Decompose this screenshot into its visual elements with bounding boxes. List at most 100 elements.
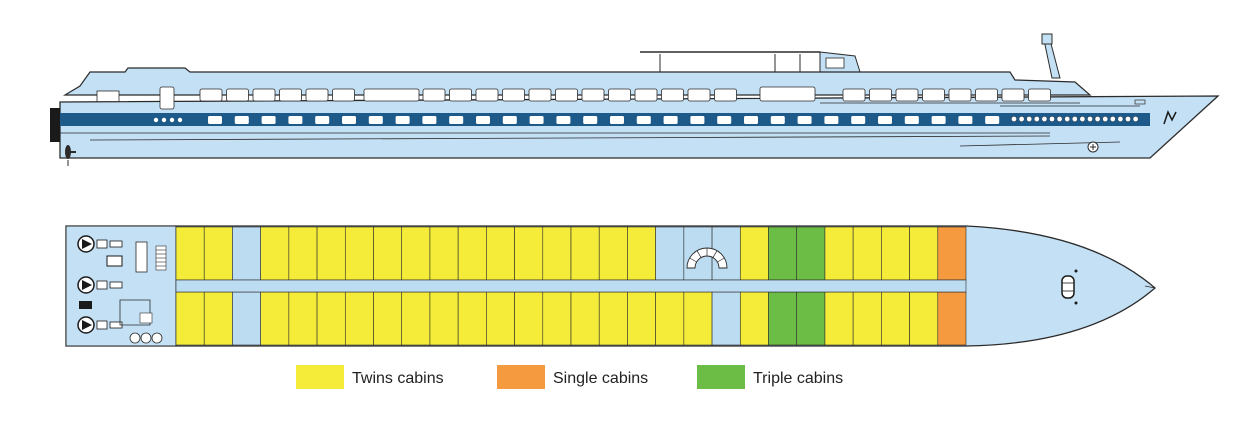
cabin-twin bbox=[881, 291, 910, 346]
crew-fixture bbox=[139, 312, 153, 324]
window bbox=[714, 88, 737, 102]
mast bbox=[1041, 33, 1061, 79]
cabin-twin bbox=[260, 291, 290, 346]
stripe-window bbox=[368, 116, 383, 124]
stripe-window bbox=[315, 116, 330, 124]
stripe-window bbox=[556, 116, 571, 124]
crew-room bbox=[119, 299, 151, 326]
cabin-gap bbox=[232, 291, 261, 346]
cabin-twin bbox=[852, 226, 882, 281]
cabin-twin bbox=[344, 226, 374, 281]
window bbox=[842, 88, 866, 102]
cabin-twin bbox=[570, 226, 600, 281]
legend-swatch-triple bbox=[697, 365, 745, 389]
stripe-window bbox=[744, 116, 758, 124]
cabin-twin bbox=[175, 291, 205, 346]
window-wide bbox=[759, 86, 816, 102]
cabin-twin bbox=[542, 291, 572, 346]
cabin-triple bbox=[796, 291, 826, 346]
cabin-twin bbox=[909, 291, 939, 346]
legend-item-triple: Triple cabins bbox=[697, 365, 843, 389]
cabin-twin bbox=[909, 226, 939, 281]
propeller-icon bbox=[77, 235, 123, 253]
stripe-window bbox=[770, 116, 785, 124]
cabin-twin bbox=[316, 226, 346, 281]
porthole bbox=[1087, 116, 1093, 122]
porthole bbox=[1026, 116, 1032, 122]
cabin-twin bbox=[542, 226, 572, 281]
hull-stripe bbox=[60, 113, 1150, 126]
stripe-window bbox=[342, 116, 356, 124]
anchor-icon bbox=[1087, 141, 1099, 153]
stripe-windows bbox=[208, 116, 1000, 124]
cabin-twin bbox=[627, 291, 656, 346]
porthole bbox=[1102, 116, 1108, 122]
stripe-window bbox=[904, 116, 919, 124]
cabin-twin bbox=[598, 226, 628, 281]
stripe-window bbox=[931, 116, 946, 124]
window bbox=[608, 88, 631, 102]
bow-staircase-icon bbox=[1061, 269, 1078, 305]
stripe-window bbox=[502, 116, 517, 124]
stripe-window bbox=[985, 116, 1000, 124]
cabin-twin bbox=[881, 226, 910, 281]
cabin-triple bbox=[796, 226, 826, 281]
window bbox=[634, 88, 658, 102]
cabin-twin bbox=[683, 291, 713, 346]
cabin-twin bbox=[457, 226, 487, 281]
window bbox=[581, 88, 605, 102]
cabin-twin bbox=[429, 291, 459, 346]
cabin-gap bbox=[232, 226, 261, 281]
porthole bbox=[1079, 116, 1086, 122]
window bbox=[1001, 88, 1025, 102]
cabin-twin bbox=[514, 226, 544, 281]
window bbox=[948, 88, 972, 102]
cabin-twin bbox=[457, 291, 487, 346]
ship-logo-icon bbox=[1163, 110, 1177, 125]
legend-item-single: Single cabins bbox=[497, 365, 648, 389]
porthole bbox=[1072, 116, 1078, 122]
window bbox=[687, 88, 711, 102]
stripe-window bbox=[234, 116, 249, 124]
legend-item-twin: Twins cabins bbox=[296, 365, 444, 389]
window bbox=[1028, 88, 1051, 102]
porthole bbox=[1064, 116, 1070, 122]
cabin-twin bbox=[401, 226, 431, 281]
window bbox=[661, 88, 684, 102]
propeller-icon bbox=[77, 316, 123, 334]
porthole bbox=[1011, 116, 1017, 122]
spiral-staircase-icon bbox=[686, 247, 728, 269]
bow-tip bbox=[1144, 285, 1156, 289]
window bbox=[475, 88, 499, 102]
engine-panel bbox=[106, 255, 123, 267]
legend-swatch-twin bbox=[296, 365, 344, 389]
porthole bbox=[1117, 116, 1124, 122]
window bbox=[895, 88, 919, 102]
cabin-twin bbox=[824, 226, 854, 281]
window bbox=[199, 88, 223, 102]
cabin-twin bbox=[739, 226, 769, 281]
stripe-window bbox=[288, 116, 303, 124]
stripe-window bbox=[422, 116, 437, 124]
cabin-twin bbox=[203, 291, 233, 346]
cabin-twin bbox=[203, 226, 233, 281]
stripe-window bbox=[878, 116, 892, 124]
cabin-triple bbox=[768, 226, 798, 281]
window bbox=[332, 88, 355, 102]
cabin-twin bbox=[401, 291, 431, 346]
engines bbox=[77, 235, 123, 334]
cabin-single bbox=[937, 291, 967, 346]
window bbox=[869, 88, 892, 102]
stripe-window bbox=[717, 116, 732, 124]
porthole bbox=[1125, 116, 1131, 122]
stripe-window bbox=[208, 116, 222, 124]
legend-label-triple: Triple cabins bbox=[753, 370, 843, 387]
propeller-icon bbox=[65, 145, 76, 166]
stripe-window bbox=[636, 116, 651, 124]
stripe-window bbox=[851, 116, 866, 124]
stern-bumper bbox=[50, 108, 60, 142]
portholes bbox=[153, 116, 1139, 123]
cabin-twin bbox=[570, 291, 600, 346]
porthole bbox=[161, 117, 167, 123]
cabin-twin bbox=[373, 291, 403, 346]
